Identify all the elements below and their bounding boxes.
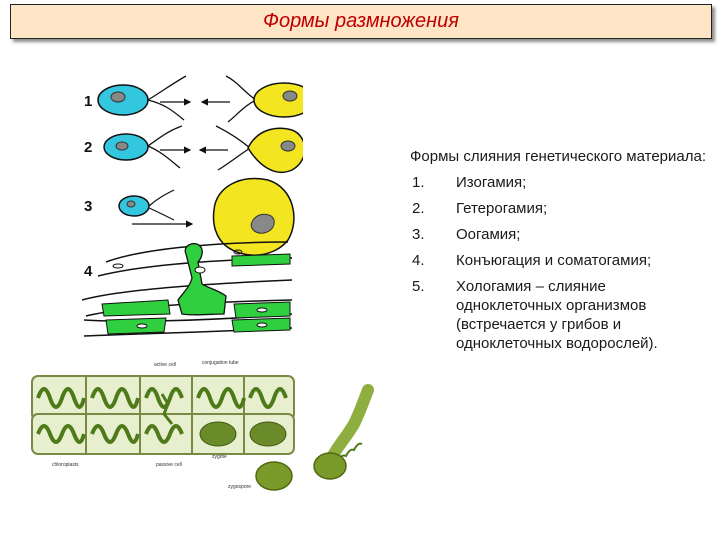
nucleus (110, 91, 126, 103)
label-zygote: zygote (212, 454, 227, 460)
list-item: 4.Конъюгация и соматогамия; (412, 252, 652, 269)
egg-cell (212, 177, 295, 256)
heterogamy-row (103, 125, 303, 173)
cell-nucleus (256, 307, 268, 313)
cell-nucleus (136, 323, 148, 329)
cell-nucleus (256, 322, 268, 328)
list-item: 5.Хологамия – слияние одноклеточных орга… (412, 278, 658, 352)
label-passive-cell: passive cell (156, 462, 182, 468)
cell-nucleus (112, 263, 124, 269)
list-item: 3.Оогамия; (412, 226, 521, 243)
label-chloroplasts: chloroplasts (52, 462, 79, 468)
chloroplast (231, 253, 291, 267)
nucleus (280, 140, 296, 152)
chloroplast-spiral (196, 387, 246, 409)
filament-lower (31, 393, 295, 455)
row-label-2: 2 (84, 139, 92, 156)
list-heading: Формы слияния генетического материала: (410, 148, 706, 165)
list-item: 1.Изогамия; (412, 174, 527, 191)
zygospore (255, 461, 293, 491)
fusion-forms-diagram: 1 2 3 4 (81, 75, 303, 337)
zygote-small (249, 421, 287, 447)
list-item: 2.Гетерогамия; (412, 200, 548, 217)
fusion-forms-list: 1.Изогамия; 2.Гетерогамия; 3.Оогамия; 4.… (408, 173, 708, 353)
conjugation-row (81, 241, 293, 337)
row-label-3: 3 (84, 198, 92, 215)
chloroplast-spiral (144, 387, 184, 409)
gamete-yellow (253, 82, 303, 118)
oogamy-row (118, 177, 295, 256)
row-label-4: 4 (84, 263, 93, 280)
nucleus (115, 141, 129, 151)
conjugation-tube (160, 393, 174, 425)
isogamy-row (97, 75, 303, 123)
chloroplast-spiral (90, 387, 140, 409)
chloroplast-spiral (144, 424, 184, 444)
cell-nucleus (194, 266, 206, 274)
nucleus (250, 213, 275, 234)
spirogyra-conjugation-illustration: active cell conjugation tube chloroplast… (28, 354, 378, 496)
row-label-1: 1 (84, 93, 92, 110)
chloroplast-spiral (248, 387, 288, 409)
zygote-small (199, 421, 237, 447)
page-title: Формы размножения (263, 10, 459, 32)
fusion-forms-text: Формы слияния генетического материала: 1… (408, 146, 708, 360)
chloroplast-spiral (36, 424, 86, 444)
chloroplast-spiral (90, 424, 140, 444)
chloroplast (101, 299, 171, 317)
cell-nucleus (233, 249, 243, 255)
conjugation-tube (177, 242, 227, 316)
chloroplast-spiral (36, 387, 86, 409)
chloroplast (105, 317, 167, 335)
nucleus (126, 200, 136, 208)
zygote-large (313, 452, 347, 480)
title-banner: Формы размножения (10, 4, 712, 39)
gamete-yellow (247, 127, 303, 173)
label-zygospore: zygospore (228, 484, 251, 490)
label-conjugation-tube: conjugation tube (202, 360, 239, 366)
label-active-cell: active cell (154, 362, 176, 368)
nucleus (282, 90, 298, 102)
